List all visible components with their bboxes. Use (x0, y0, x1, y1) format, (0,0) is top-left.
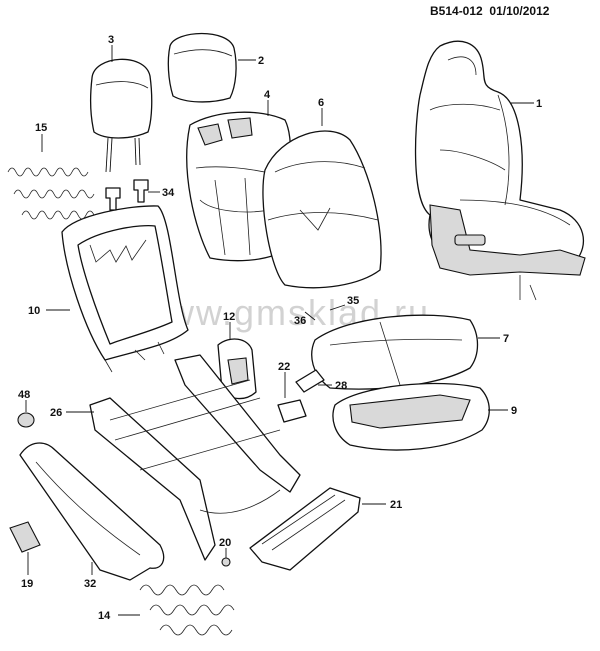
callout-12: 12 (223, 311, 235, 323)
callout-48: 48 (18, 389, 30, 401)
diagram-header: B514-012 01/10/2012 (430, 4, 549, 18)
part-15-springs (7, 167, 95, 220)
part-28-handle (295, 369, 325, 393)
part-1-complete-seat (414, 40, 586, 301)
part-19-cover (9, 521, 41, 553)
part-34-clips (105, 179, 149, 211)
callout-9: 9 (511, 405, 517, 417)
part-26-seat-frame (89, 354, 301, 561)
callout-22: 22 (278, 361, 290, 373)
callout-6: 6 (318, 97, 324, 109)
diagram-date: 01/10/2012 (489, 4, 550, 18)
callout-28: 28 (335, 380, 347, 392)
part-14-springs (139, 584, 235, 636)
callout-15: 15 (35, 122, 47, 134)
callout-10: 10 (28, 305, 40, 317)
callout-3: 3 (108, 34, 114, 46)
part-6-back-cover (262, 130, 382, 289)
callout-14: 14 (98, 610, 111, 622)
diagram-code: B514-012 (430, 4, 483, 18)
part-22-bracket (277, 399, 307, 423)
callout-26: 26 (50, 407, 62, 419)
callout-20: 20 (219, 537, 231, 549)
part-2-headrest-cover (167, 32, 237, 103)
callout-1: 1 (536, 98, 542, 110)
part-48-cap (17, 412, 35, 428)
part-21-outer-trim (249, 487, 361, 571)
part-4-back-pad (186, 111, 292, 262)
part-10-back-frame (61, 205, 189, 373)
part-9-cushion-pad (332, 382, 490, 451)
part-32-side-shield (19, 442, 165, 581)
callout-2: 2 (258, 55, 264, 67)
leader-lines (25, 45, 534, 616)
callout-19: 19 (21, 578, 33, 590)
callout-35: 35 (347, 295, 359, 307)
callout-4: 4 (264, 89, 271, 101)
part-7-cushion-cover (311, 314, 479, 390)
part-20-screw (221, 557, 231, 567)
callout-32: 32 (84, 578, 96, 590)
callout-36: 36 (294, 315, 306, 327)
callout-34: 34 (162, 187, 175, 199)
callout-21: 21 (390, 499, 402, 511)
callout-labels: 1 2 3 4 6 7 9 10 12 14 15 19 20 21 22 26… (18, 34, 542, 622)
callout-7: 7 (503, 333, 509, 345)
part-3-headrest (90, 58, 153, 173)
